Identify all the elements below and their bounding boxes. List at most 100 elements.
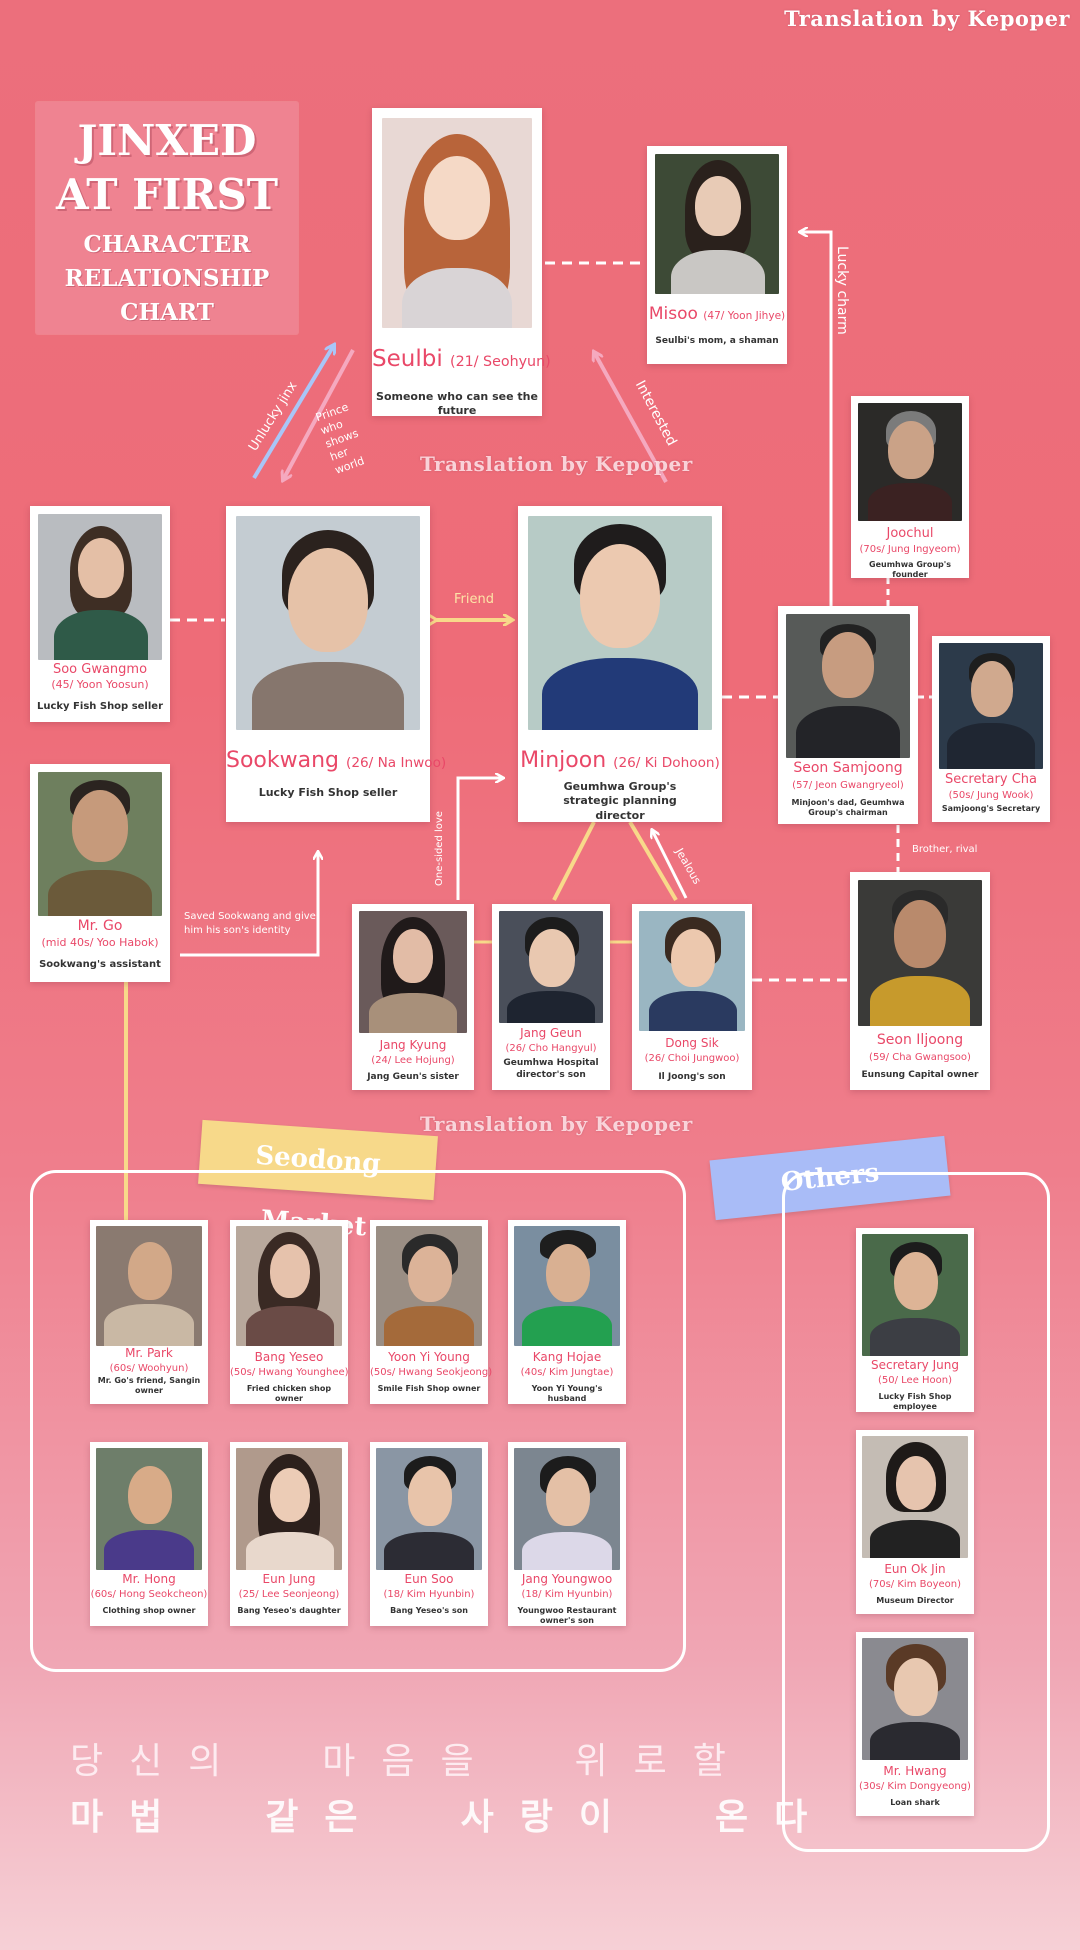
- sookwang-name-line: Sookwang (26/ Na Inwoo): [226, 748, 446, 773]
- mrgo-name-line: Mr. Go(mid 40s/ Yoo Habok): [30, 918, 170, 950]
- seulbi-name: Seulbi: [372, 346, 443, 372]
- dongsik-photo: [639, 911, 745, 1031]
- seodong-name: Yoon Yi Young: [388, 1350, 470, 1364]
- seodong-name: Eun Soo: [404, 1572, 454, 1586]
- seodong-desc: Bang Yeseo's son: [390, 1606, 468, 1615]
- sookwang-photo: [236, 516, 420, 730]
- seodong-age: (50s/ Hwang Younghee): [230, 1367, 349, 1378]
- others-photo: [862, 1234, 968, 1356]
- others-card[interactable]: Secretary Jung(50/ Lee Hoon) Lucky Fish …: [856, 1228, 974, 1412]
- sookwang-desc: Lucky Fish Shop seller: [258, 786, 398, 799]
- seodong-photo: [96, 1226, 202, 1346]
- mrgo-desc: Sookwang's assistant: [39, 959, 161, 970]
- minjoon-desc: Geumhwa Group's strategic planning direc…: [563, 780, 677, 822]
- card-dongsik[interactable]: Dong Sik(26/ Choi Jungwoo) Il Joong's so…: [632, 904, 752, 1090]
- seodong-card[interactable]: Mr. Park(60s/ Woohyun) Mr. Go's friend, …: [90, 1220, 208, 1404]
- card-seulbi[interactable]: Seulbi (21/ Seohyun) Someone who can see…: [372, 108, 551, 417]
- card-misoo[interactable]: Misoo (47/ Yoon Jihye) Seulbi's mom, a s…: [647, 146, 787, 364]
- others-desc: Lucky Fish Shop employee: [878, 1392, 952, 1412]
- card-gwangmo[interactable]: Soo Gwangmo(45/ Yoon Yoosun) Lucky Fish …: [30, 506, 170, 722]
- joochul-name: Joochul: [886, 526, 934, 541]
- samjoong-age: (57/ Jeon Gwangryeol): [792, 780, 904, 791]
- card-seccha[interactable]: Secretary Cha(50s/ Jung Wook) Samjoong's…: [932, 636, 1050, 822]
- seodong-name: Mr. Hong: [122, 1572, 176, 1586]
- others-age: (70s/ Kim Boyeon): [868, 1579, 962, 1590]
- janggeun-name-line: Jang Geun(26/ Cho Hangyul): [492, 1026, 610, 1054]
- minjoon-age: (26/ Ki Dohoon): [613, 755, 720, 771]
- janggeun-desc: Geumhwa Hospital director's son: [503, 1058, 599, 1080]
- card-jangkyung[interactable]: Jang Kyung(24/ Lee Hojung) Jang Geun's s…: [352, 904, 474, 1090]
- minjoon-photo: [528, 516, 712, 730]
- misoo-desc: Seulbi's mom, a shaman: [655, 336, 779, 346]
- seodong-photo: [376, 1226, 482, 1346]
- seodong-name: Mr. Park: [125, 1346, 173, 1360]
- seodong-card[interactable]: Yoon Yi Young(50s/ Hwang Seokjeong) Smil…: [370, 1220, 492, 1404]
- chart-subtitle: CHARACTER RELATIONSHIP CHART: [64, 231, 270, 326]
- seodong-name-line: Mr. Hong(60s/ Hong Seokcheon): [90, 1572, 208, 1600]
- seodong-desc: Mr. Go's friend, Sangin owner: [97, 1376, 201, 1396]
- card-sookwang[interactable]: Sookwang (26/ Na Inwoo) Lucky Fish Shop …: [226, 506, 446, 822]
- seodong-photo: [96, 1448, 202, 1570]
- others-card[interactable]: Mr. Hwang(30s/ Kim Dongyeong) Loan shark: [856, 1632, 974, 1816]
- misoo-age: (47/ Yoon Jihye): [703, 310, 786, 322]
- seodong-card[interactable]: Jang Youngwoo(18/ Kim Hyunbin) Youngwoo …: [508, 1442, 626, 1626]
- seodong-name-line: Jang Youngwoo(18/ Kim Hyunbin): [508, 1572, 626, 1600]
- others-desc: Museum Director: [876, 1596, 954, 1605]
- samjoong-name: Seon Samjoong: [793, 760, 903, 776]
- others-photo: [862, 1436, 968, 1558]
- iljoong-desc: Eunsung Capital owner: [861, 1070, 979, 1080]
- seodong-desc: Fried chicken shop owner: [246, 1384, 332, 1404]
- gwangmo-photo: [38, 514, 162, 660]
- gwangmo-name-line: Soo Gwangmo(45/ Yoon Yoosun): [30, 662, 170, 692]
- mrgo-name: Mr. Go: [77, 918, 123, 934]
- seodong-photo: [514, 1226, 620, 1346]
- samjoong-name-line: Seon Samjoong (57/ Jeon Gwangryeol): [778, 760, 918, 792]
- seodong-card[interactable]: Eun Soo(18/ Kim Hyunbin) Bang Yeseo's so…: [370, 1442, 488, 1626]
- line-minjoon-janggeun: [552, 821, 596, 901]
- others-name-line: Mr. Hwang(30s/ Kim Dongyeong): [856, 1764, 974, 1792]
- dongsik-name-line: Dong Sik(26/ Choi Jungwoo): [632, 1036, 752, 1064]
- sookwang-age: (26/ Na Inwoo): [346, 755, 447, 771]
- seodong-desc: Yoon Yi Young's husband: [531, 1384, 603, 1404]
- gwangmo-age: (45/ Yoon Yoosun): [51, 678, 149, 691]
- watermark-lower: Translation by Kepoper: [420, 1112, 693, 1136]
- seodong-card[interactable]: Kang Hojae(40s/ Kim Jungtae) Yoon Yi You…: [508, 1220, 626, 1404]
- arrow-prince: [283, 349, 355, 480]
- arrow-interested: [594, 352, 668, 483]
- seodong-card[interactable]: Bang Yeseo(50s/ Hwang Younghee) Fried ch…: [230, 1220, 349, 1404]
- seccha-name-line: Secretary Cha(50s/ Jung Wook): [932, 772, 1050, 802]
- card-mrgo[interactable]: Mr. Go(mid 40s/ Yoo Habok) Sookwang's as…: [30, 764, 170, 982]
- iljoong-name: Seon Iljoong: [876, 1032, 964, 1048]
- seulbi-age: (21/ Seohyun): [450, 354, 551, 370]
- samjoong-photo: [786, 614, 910, 758]
- jangkyung-desc: Jang Geun's sister: [367, 1072, 459, 1082]
- seodong-card[interactable]: Eun Jung(25/ Lee Seonjeong) Bang Yeseo's…: [230, 1442, 348, 1626]
- arrow-unlucky-jinx: [252, 345, 334, 480]
- joochul-age: (70s/ Jung Ingyeom): [859, 544, 961, 555]
- chart-title-box: JINXED AT FIRST CHARACTER RELATIONSHIP C…: [36, 102, 298, 334]
- others-name: Eun Ok Jin: [884, 1562, 946, 1576]
- seodong-name-line: Eun Soo(18/ Kim Hyunbin): [370, 1572, 488, 1600]
- card-samjoong[interactable]: Seon Samjoong(57/ Jeon Gwangryeol) Minjo…: [778, 606, 918, 824]
- card-janggeun[interactable]: Jang Geun(26/ Cho Hangyul) Geumhwa Hospi…: [492, 904, 610, 1090]
- seodong-name-line: Mr. Park(60s/ Woohyun): [90, 1346, 208, 1374]
- seccha-photo: [939, 643, 1043, 769]
- gwangmo-desc: Lucky Fish Shop seller: [36, 701, 163, 712]
- seodong-card[interactable]: Mr. Hong(60s/ Hong Seokcheon) Clothing s…: [90, 1442, 208, 1626]
- seodong-name: Eun Jung: [262, 1572, 316, 1586]
- others-card[interactable]: Eun Ok Jin (70s/ Kim Boyeon) Museum Direc…: [856, 1430, 974, 1614]
- label-lucky-charm: Lucky charm: [834, 246, 850, 335]
- dongsik-desc: Il Joong's son: [658, 1072, 726, 1082]
- seodong-age: (18/ Kim Hyunbin): [521, 1589, 613, 1600]
- dongsik-name: Dong Sik: [665, 1036, 719, 1050]
- card-minjoon[interactable]: Minjoon (26/ Ki Dohoon) Geumhwa Group's …: [518, 506, 722, 822]
- card-iljoong[interactable]: Seon Iljoong(59/ Cha Gwangsoo) Eunsung C…: [850, 872, 990, 1090]
- seodong-photo: [376, 1448, 482, 1570]
- janggeun-photo: [499, 911, 603, 1023]
- jangkyung-name: Jang Kyung: [379, 1038, 447, 1052]
- card-joochul[interactable]: Joochul(70s/ Jung Ingyeom) Geumhwa Group…: [851, 396, 969, 579]
- label-saved: Saved Sookwang and give him his son's id…: [184, 911, 316, 936]
- iljoong-name-line: Seon Iljoong(59/ Cha Gwangsoo): [850, 1032, 990, 1064]
